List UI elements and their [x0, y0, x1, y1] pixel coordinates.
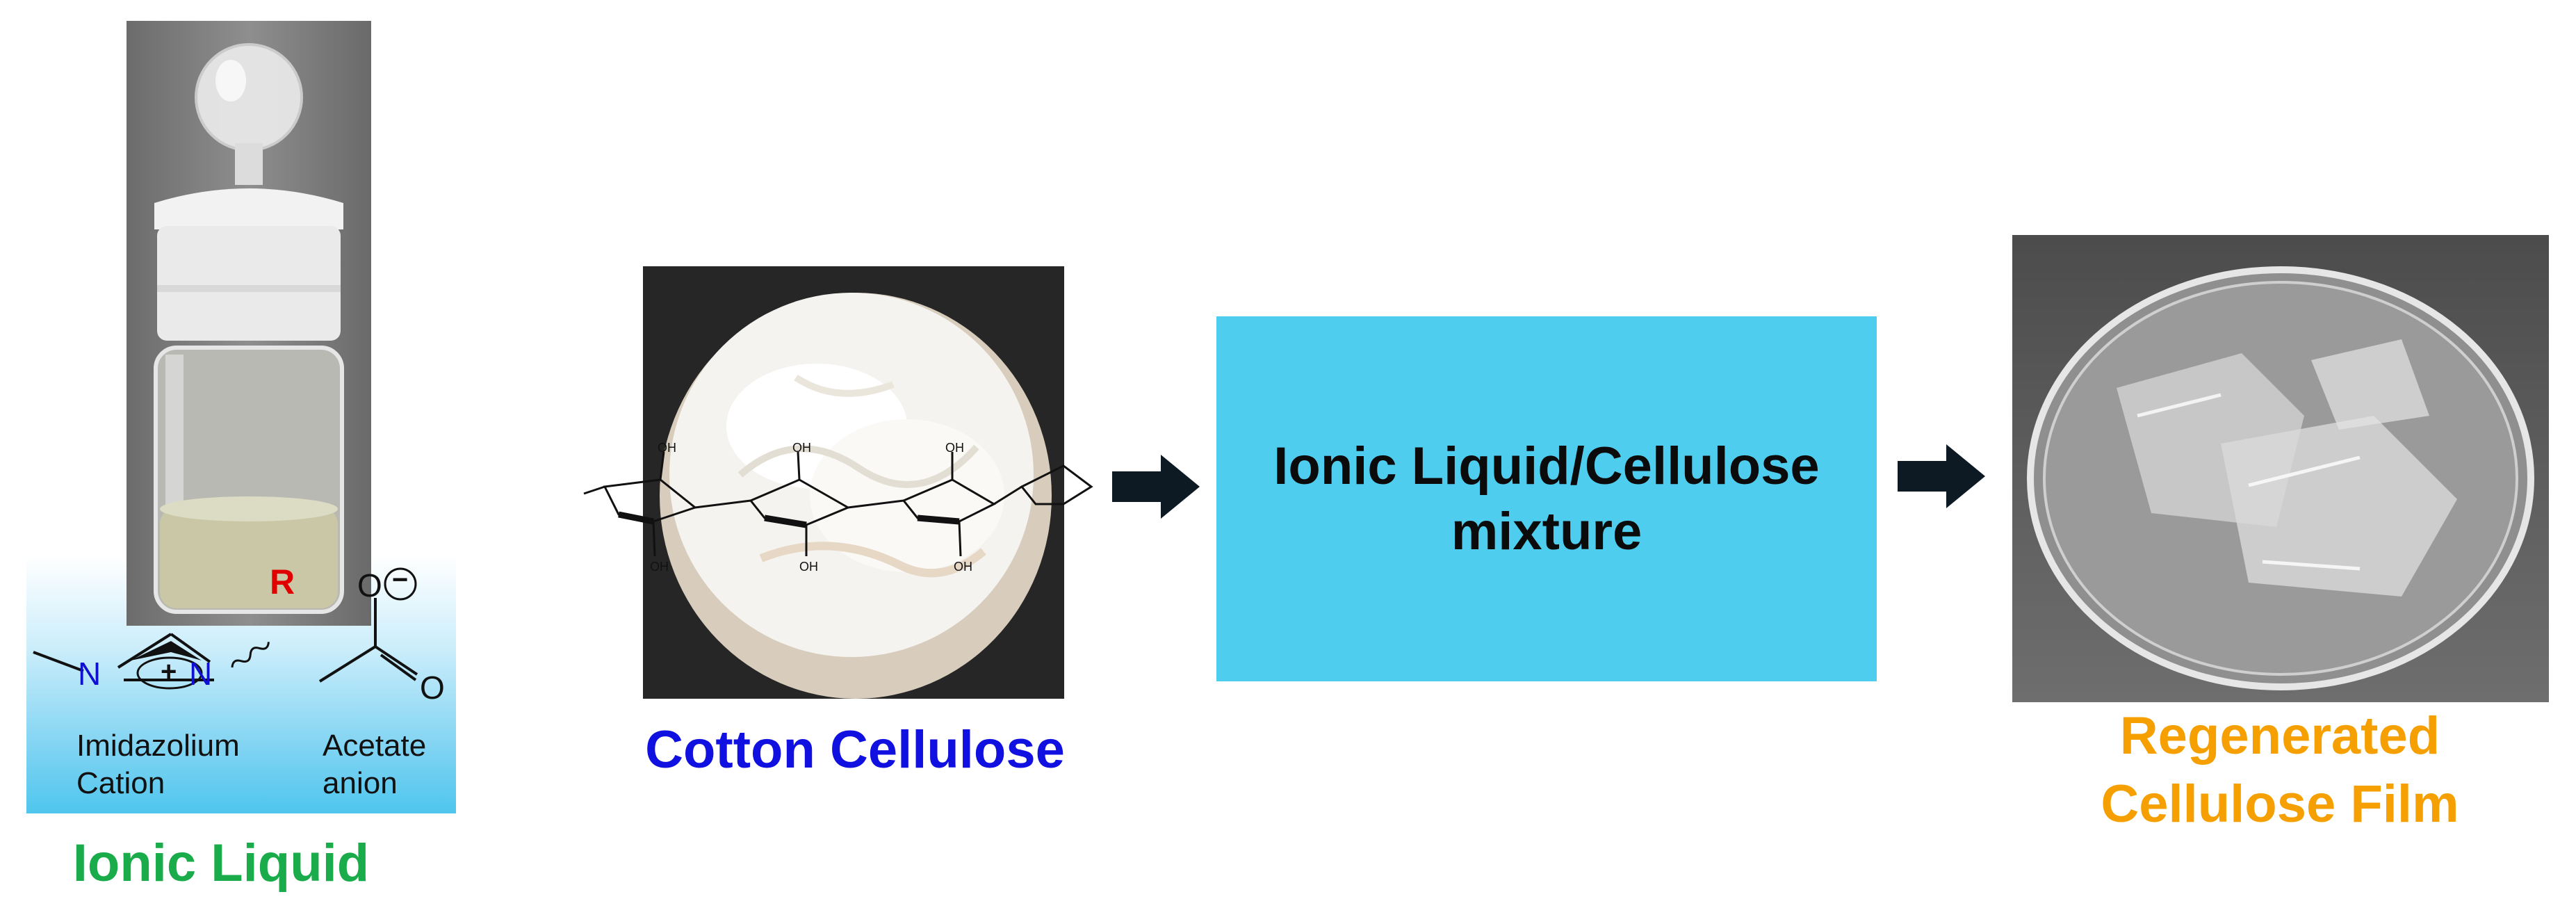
anion-minus-charge: − [392, 565, 409, 595]
anion-label: Acetate anion [323, 727, 426, 802]
cellulose-oh-label-3: OH [945, 441, 964, 455]
cation-label: Imidazolium Cation [76, 727, 240, 802]
atom-r-group: R [270, 562, 295, 601]
mixture-label: Ionic Liquid/Cellulose mixture [1273, 434, 1819, 565]
cation-label-line1: Imidazolium [76, 729, 240, 763]
cation-label-line2: Cation [76, 766, 165, 800]
cellulose-oh-label-2: OH [792, 441, 811, 455]
cotton-cellulose-caption: Cotton Cellulose [645, 720, 1065, 779]
anion-label-line2: anion [323, 766, 398, 800]
regenerated-cellulose-film-photo [2012, 235, 2549, 702]
process-arrow-1 [1112, 455, 1200, 519]
acetate-anion-structure [318, 567, 418, 683]
imidazolium-cation-structure [33, 633, 270, 690]
cation-plus-charge: + [161, 656, 177, 687]
anion-label-line1: Acetate [323, 729, 427, 763]
ionic-liquid-cellulose-mixture-box: Ionic Liquid/Cellulose mixture [1216, 316, 1877, 681]
cellulose-oh-label-5: OH [799, 560, 818, 574]
mixture-label-line1: Ionic Liquid/Cellulose [1273, 436, 1820, 496]
atom-o-bottom: O [420, 670, 445, 706]
cotton-cellulose-photo [643, 266, 1064, 699]
ionic-liquid-caption: Ionic Liquid [72, 834, 370, 893]
cotton-ball-illustration [660, 293, 1052, 699]
cellulose-oh-label-6: OH [954, 560, 972, 574]
cellulose-chain-structure [583, 451, 1093, 557]
atom-n-right: N [189, 656, 213, 692]
regenerated-film-caption-line2: Cellulose Film [2101, 775, 2459, 834]
regenerated-film-caption: Regenerated Cellulose Film [2002, 702, 2558, 838]
ionic-liquid-jar-photo [127, 21, 371, 626]
cellulose-oh-label-1: OH [658, 441, 676, 455]
cellulose-oh-label-4: OH [650, 560, 669, 574]
process-arrow-2 [1898, 444, 1985, 508]
ionic-liquid-panel: N N + R O − O Imidazolium Cation Acetate… [0, 0, 487, 908]
atom-o-top: O [357, 567, 382, 603]
glass-jar-illustration [154, 43, 344, 614]
atom-n-left: N [78, 656, 101, 692]
regenerated-film-caption-line1: Regenerated [2119, 706, 2440, 765]
petri-dish-illustration [2027, 266, 2534, 690]
mixture-label-line2: mixture [1451, 501, 1642, 561]
